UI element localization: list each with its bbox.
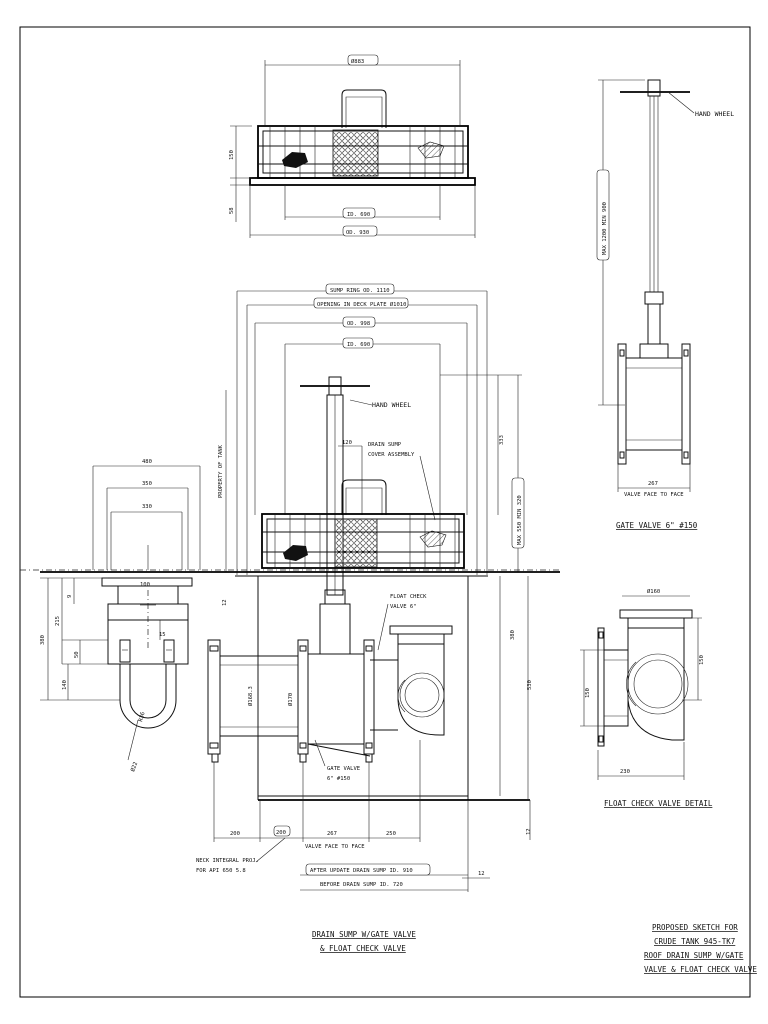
label-float-2: VALVE 6" (390, 604, 417, 610)
label-cover-1: DRAIN SUMP (368, 442, 402, 448)
top-dim-base: 58 (229, 207, 235, 214)
sup-22: Ø22 (129, 761, 139, 773)
label-neck-1: NECK INTEGRAL PROJ. (196, 858, 259, 864)
dim-right-box: MAX 550 MIN 320 (517, 495, 523, 545)
top-dim-id: ID. 690 (347, 212, 370, 218)
sup-9: 9 (67, 595, 73, 598)
dim-phi: Ø168.3 (247, 686, 254, 706)
fv-dim-230: 230 (620, 769, 630, 775)
section-view: SUMP RING OD. 1110 OPENING IN DECK PLATE… (20, 283, 560, 892)
top-dim-overall: Ø883 (351, 58, 364, 65)
label-neck-2: FOR API 650 5.8 (196, 868, 246, 874)
gv-dim-vert: MAX 1200 MIN 900 (602, 202, 608, 255)
dim-sump-ring: SUMP RING OD. 1110 (330, 288, 390, 294)
sup-380: 380 (40, 635, 46, 645)
support-detail: 480 350 330 100 R36 Ø22 380 215 9 (40, 459, 201, 773)
gv-dim-face: 267 (648, 481, 658, 487)
label-before: BEFORE DRAIN SUMP ID. 720 (320, 882, 403, 888)
title-block-line-3: ROOF DRAIN SUMP W/GATE (644, 951, 744, 960)
label-float-1: FLOAT CHECK (390, 594, 427, 600)
top-dim-od: OD. 930 (346, 230, 369, 236)
fv-dim-160: Ø160 (647, 588, 660, 595)
sup-215: 215 (55, 616, 61, 626)
title-block-line-4: VALVE & FLOAT CHECK VALVE (644, 965, 757, 974)
fv-dim-150: 150 (699, 655, 705, 665)
main-title: DRAIN SUMP W/GATE VALVE & FLOAT CHECK VA… (312, 930, 416, 953)
dim-530: 530 (527, 680, 533, 690)
label-gate-2: 6" #150 (327, 776, 350, 782)
dim-phi2: Ø170 (287, 693, 294, 706)
dim-200a: 200 (230, 831, 240, 837)
sup-350: 350 (142, 481, 152, 487)
dim-200b: 200 (276, 830, 286, 836)
dim-od: OD. 998 (347, 321, 370, 327)
gv-hand-wheel: HAND WHEEL (695, 110, 734, 118)
dim-120: 120 (342, 440, 352, 446)
sup-480: 480 (142, 459, 152, 465)
sheet-border (19, 26, 751, 998)
gate-valve-detail: HAND WHEEL MAX 1200 MIN 900 267 VALVE FA… (596, 79, 734, 530)
dim-12b: 12 (526, 828, 532, 835)
vertical-label: PROPERTY OF TANK (218, 444, 224, 498)
label-hand-wheel: HAND WHEEL (372, 401, 411, 409)
dim-380: 380 (510, 630, 516, 640)
sup-140: 140 (62, 680, 68, 690)
sup-330: 330 (142, 504, 152, 510)
label-after-update: AFTER UPDATE DRAIN SUMP ID. 910 (310, 868, 413, 874)
top-view: Ø883 ID. 690 OD. 9 (229, 54, 476, 238)
top-dim-height: 150 (229, 150, 235, 160)
sup-100: 100 (140, 582, 150, 588)
dim-250: 250 (386, 831, 396, 837)
float-valve-detail: Ø160 150 150 230 FLOAT CHECK VALVE DETAI… (580, 588, 713, 808)
title-block-line-2: CRUDE TANK 945-TK7 (654, 937, 735, 946)
gv-face-label: VALVE FACE TO FACE (624, 492, 684, 498)
sup-50: 50 (74, 651, 80, 658)
main-title-line-1: DRAIN SUMP W/GATE VALVE (312, 930, 416, 939)
label-gate-1: GATE VALVE (327, 766, 360, 772)
dim-deck-opening: OPENING IN DECK PLATE Ø1010 (317, 301, 406, 308)
title-block: PROPOSED SKETCH FOR CRUDE TANK 945-TK7 R… (644, 923, 757, 974)
sup-r36: R36 (138, 711, 146, 722)
dim-12a: 12 (222, 599, 228, 606)
title-block-line-1: PROPOSED SKETCH FOR (652, 923, 738, 932)
sup-small: 15 (159, 632, 166, 638)
dim-id: ID. 690 (347, 342, 370, 348)
label-cover-2: COVER ASSEMBLY (368, 452, 415, 458)
dim-333: 333 (499, 435, 505, 445)
gate-face-label: VALVE FACE TO FACE (305, 844, 365, 850)
gv-title: GATE VALVE 6" #150 (616, 521, 698, 530)
fv-dim-150b: 150 (585, 688, 591, 698)
dim-267: 267 (327, 831, 337, 837)
fv-title: FLOAT CHECK VALVE DETAIL (604, 799, 713, 808)
dim-12c: 12 (478, 871, 485, 877)
main-title-line-2: & FLOAT CHECK VALVE (320, 944, 406, 953)
